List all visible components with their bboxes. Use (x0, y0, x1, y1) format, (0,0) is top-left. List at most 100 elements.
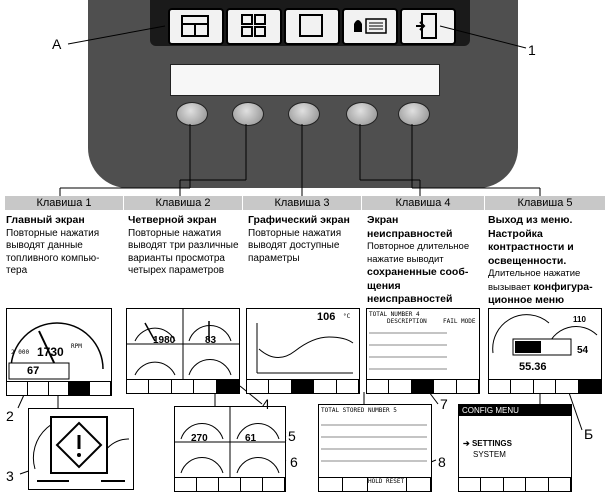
graph-key-5[interactable] (337, 380, 360, 393)
main-alarm-thumb (28, 408, 134, 490)
graph-key-4[interactable] (314, 380, 337, 393)
key-label-1: Клавиша 1 (4, 196, 123, 210)
hard-key-1[interactable] (176, 102, 208, 126)
callout-B: Б (584, 426, 594, 442)
callout-A: A (52, 36, 62, 52)
fault2-screen-thumb: TOTAL STORED NUMBER 5 HOLD RESET (318, 404, 432, 492)
graph-unit: °C (343, 313, 351, 320)
graph-softkey-bar (247, 379, 360, 393)
softkey-graph-screen[interactable] (284, 8, 340, 45)
quad2-v2: 61 (245, 433, 257, 444)
contrast-key-4[interactable] (556, 380, 579, 393)
key-desc-3-title: Графический экран (248, 214, 350, 226)
hard-key-4[interactable] (346, 102, 378, 126)
graph-key-3[interactable] (291, 380, 315, 393)
config-key-up[interactable] (459, 478, 482, 491)
callout-1: 1 (528, 42, 536, 58)
main-key-3[interactable] (49, 382, 70, 395)
contrast-value: 55.36 (519, 361, 547, 373)
quad2-v1: 270 (191, 433, 208, 444)
contrast-key-1[interactable] (489, 380, 512, 393)
quad-key-3[interactable] (172, 380, 195, 393)
display-screen (150, 0, 470, 46)
config-key-down[interactable] (481, 478, 504, 491)
quad2-key-2[interactable] (197, 478, 219, 491)
config-key-exit[interactable] (549, 478, 572, 491)
callout-7: 7 (440, 396, 448, 412)
callout-8: 8 (438, 454, 446, 470)
config-item-settings-label: SETTINGS (471, 439, 512, 448)
key-desc-2-title: Четверной экран (128, 214, 217, 226)
contrast-key-5[interactable] (578, 380, 602, 393)
fault2-key-down[interactable] (343, 478, 368, 491)
key-desc-5: Выход из меню. Настройка контрастности и… (488, 214, 604, 308)
key-desc-2: Четверной экран Повторные нажатия выводя… (128, 214, 244, 278)
config-key-3[interactable] (504, 478, 527, 491)
contrast-top: 110 (573, 315, 586, 324)
fault2-reset-key[interactable]: HOLD RESET (368, 478, 407, 491)
fault-key-bell[interactable] (411, 380, 435, 393)
key-desc-5-bold2: Настройка контрастности и освещенности. (488, 227, 574, 267)
key-desc-4-bold: сохраненные сооб-щения неисправностей (367, 266, 469, 305)
key-label-row: Клавиша 1 Клавиша 2 Клавиша 3 Клавиша 4 … (4, 196, 605, 210)
callout-2: 2 (6, 408, 14, 424)
softkey-main-screen[interactable] (168, 8, 224, 45)
fault2-key-up[interactable] (319, 478, 344, 491)
contrast-key-3[interactable] (534, 380, 557, 393)
selector-arrow-icon: ➔ (463, 439, 470, 448)
main-key-1[interactable] (7, 382, 28, 395)
main-rpm-value: 1730 (37, 345, 64, 359)
main-key-4[interactable] (69, 382, 91, 395)
key-label-2: Клавиша 2 (123, 196, 242, 210)
config-item-settings[interactable]: ➔ SETTINGS (463, 439, 512, 448)
key-label-3: Клавиша 3 (242, 196, 361, 210)
contrast-value2: 54 (577, 345, 589, 356)
main-softkey-bar (7, 381, 111, 395)
graph-key-1[interactable] (247, 380, 270, 393)
softkey-fault-screen[interactable] (342, 8, 398, 45)
graph-screen-thumb: 106 °C (246, 308, 360, 394)
key-desc-3-text: Повторные нажатия выводят доступные пара… (248, 227, 342, 264)
fault-key-4[interactable] (434, 380, 457, 393)
main-key-2[interactable] (28, 382, 49, 395)
hard-key-2[interactable] (232, 102, 264, 126)
quad-softkey-bar (127, 379, 240, 393)
fault-softkey-bar (367, 379, 480, 393)
key-desc-4-text: Повторное длительное нажатие выводит (367, 241, 470, 265)
quad-key-1[interactable] (127, 380, 150, 393)
key-desc-4-title: Экран неисправностей (367, 214, 453, 240)
contrast-key-2[interactable] (511, 380, 534, 393)
key-desc-1: Главный экран Повторные нажатия выводят … (6, 214, 120, 278)
quad2-key-4[interactable] (241, 478, 263, 491)
contrast-softkey-bar (489, 379, 602, 393)
callout-6: 6 (290, 454, 298, 470)
fault-header: TOTAL NUMBER 4 (369, 311, 420, 318)
softkey-quad-screen[interactable] (226, 8, 282, 45)
fault-key-up[interactable] (367, 380, 390, 393)
graph-key-2[interactable] (269, 380, 292, 393)
quad2-key-3[interactable] (219, 478, 241, 491)
fault2-key-back[interactable] (407, 478, 432, 491)
key-label-4: Клавиша 4 (361, 196, 484, 210)
quad2-key-5[interactable] (263, 478, 285, 491)
quad2-key-1[interactable] (175, 478, 197, 491)
key-desc-1-text: Повторные нажатия выводят данные топливн… (6, 227, 100, 277)
softkey-exit[interactable] (400, 8, 456, 45)
key-desc-2-text: Повторные нажатия выводят три различные … (128, 227, 239, 277)
config-item-system[interactable]: SYSTEM (473, 450, 506, 459)
quad2-screen-thumb: 270 61 (174, 406, 286, 492)
config-key-enter[interactable] (526, 478, 549, 491)
hard-key-3[interactable] (288, 102, 320, 126)
main-key-5[interactable] (90, 382, 111, 395)
key-desc-3: Графический экран Повторные нажатия выво… (248, 214, 362, 265)
hard-key-5[interactable] (398, 102, 430, 126)
fault-screen-thumb: TOTAL NUMBER 4 DESCRIPTION FAIL MODE (366, 308, 480, 394)
fault2-header: TOTAL STORED NUMBER 5 (321, 407, 397, 414)
fault-mode: FAIL MODE (443, 318, 476, 325)
fault-key-exit[interactable] (457, 380, 480, 393)
quad-screen-thumb: 1980 83 (126, 308, 240, 394)
quad-key-2[interactable] (149, 380, 172, 393)
quad-key-5[interactable] (216, 380, 240, 393)
fault-key-down[interactable] (389, 380, 412, 393)
quad-key-4[interactable] (194, 380, 217, 393)
